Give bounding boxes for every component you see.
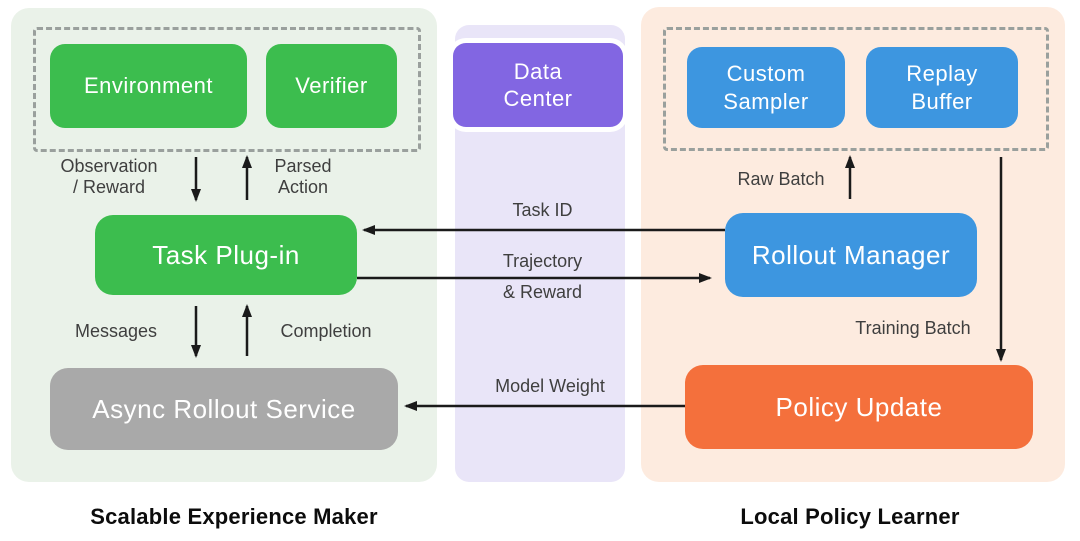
training-batch-label: Training Batch: [855, 318, 971, 338]
task-id-label: Task ID: [512, 200, 573, 220]
completion-label: Completion: [280, 321, 372, 341]
sampler-group-frame: [663, 27, 1049, 151]
raw-batch-label: Raw Batch: [737, 169, 825, 189]
policy-learner-title: Local Policy Learner: [740, 504, 960, 529]
policy-update-node: Policy Update: [685, 365, 1033, 449]
custom-sampler-node: Custom Sampler: [687, 47, 845, 128]
experience-maker-title: Scalable Experience Maker: [90, 504, 378, 529]
task-plugin-node: Task Plug-in: [95, 215, 357, 295]
data-center-node: Data Center: [453, 43, 623, 127]
observation-reward-label: Observation / Reward: [60, 156, 158, 197]
environment-node: Environment: [50, 44, 247, 128]
trajectory-label: Trajectory: [502, 251, 583, 271]
trajectory-reward-label: & Reward: [502, 282, 583, 302]
model-weight-label: Model Weight: [495, 376, 605, 396]
messages-label: Messages: [74, 321, 158, 341]
replay-buffer-node: Replay Buffer: [866, 47, 1018, 128]
async-rollout-service-node: Async Rollout Service: [50, 368, 398, 450]
verifier-node: Verifier: [266, 44, 397, 128]
parsed-action-label: Parsed Action: [274, 156, 332, 197]
environment-group-frame: [33, 27, 421, 152]
rollout-manager-node: Rollout Manager: [725, 213, 977, 297]
